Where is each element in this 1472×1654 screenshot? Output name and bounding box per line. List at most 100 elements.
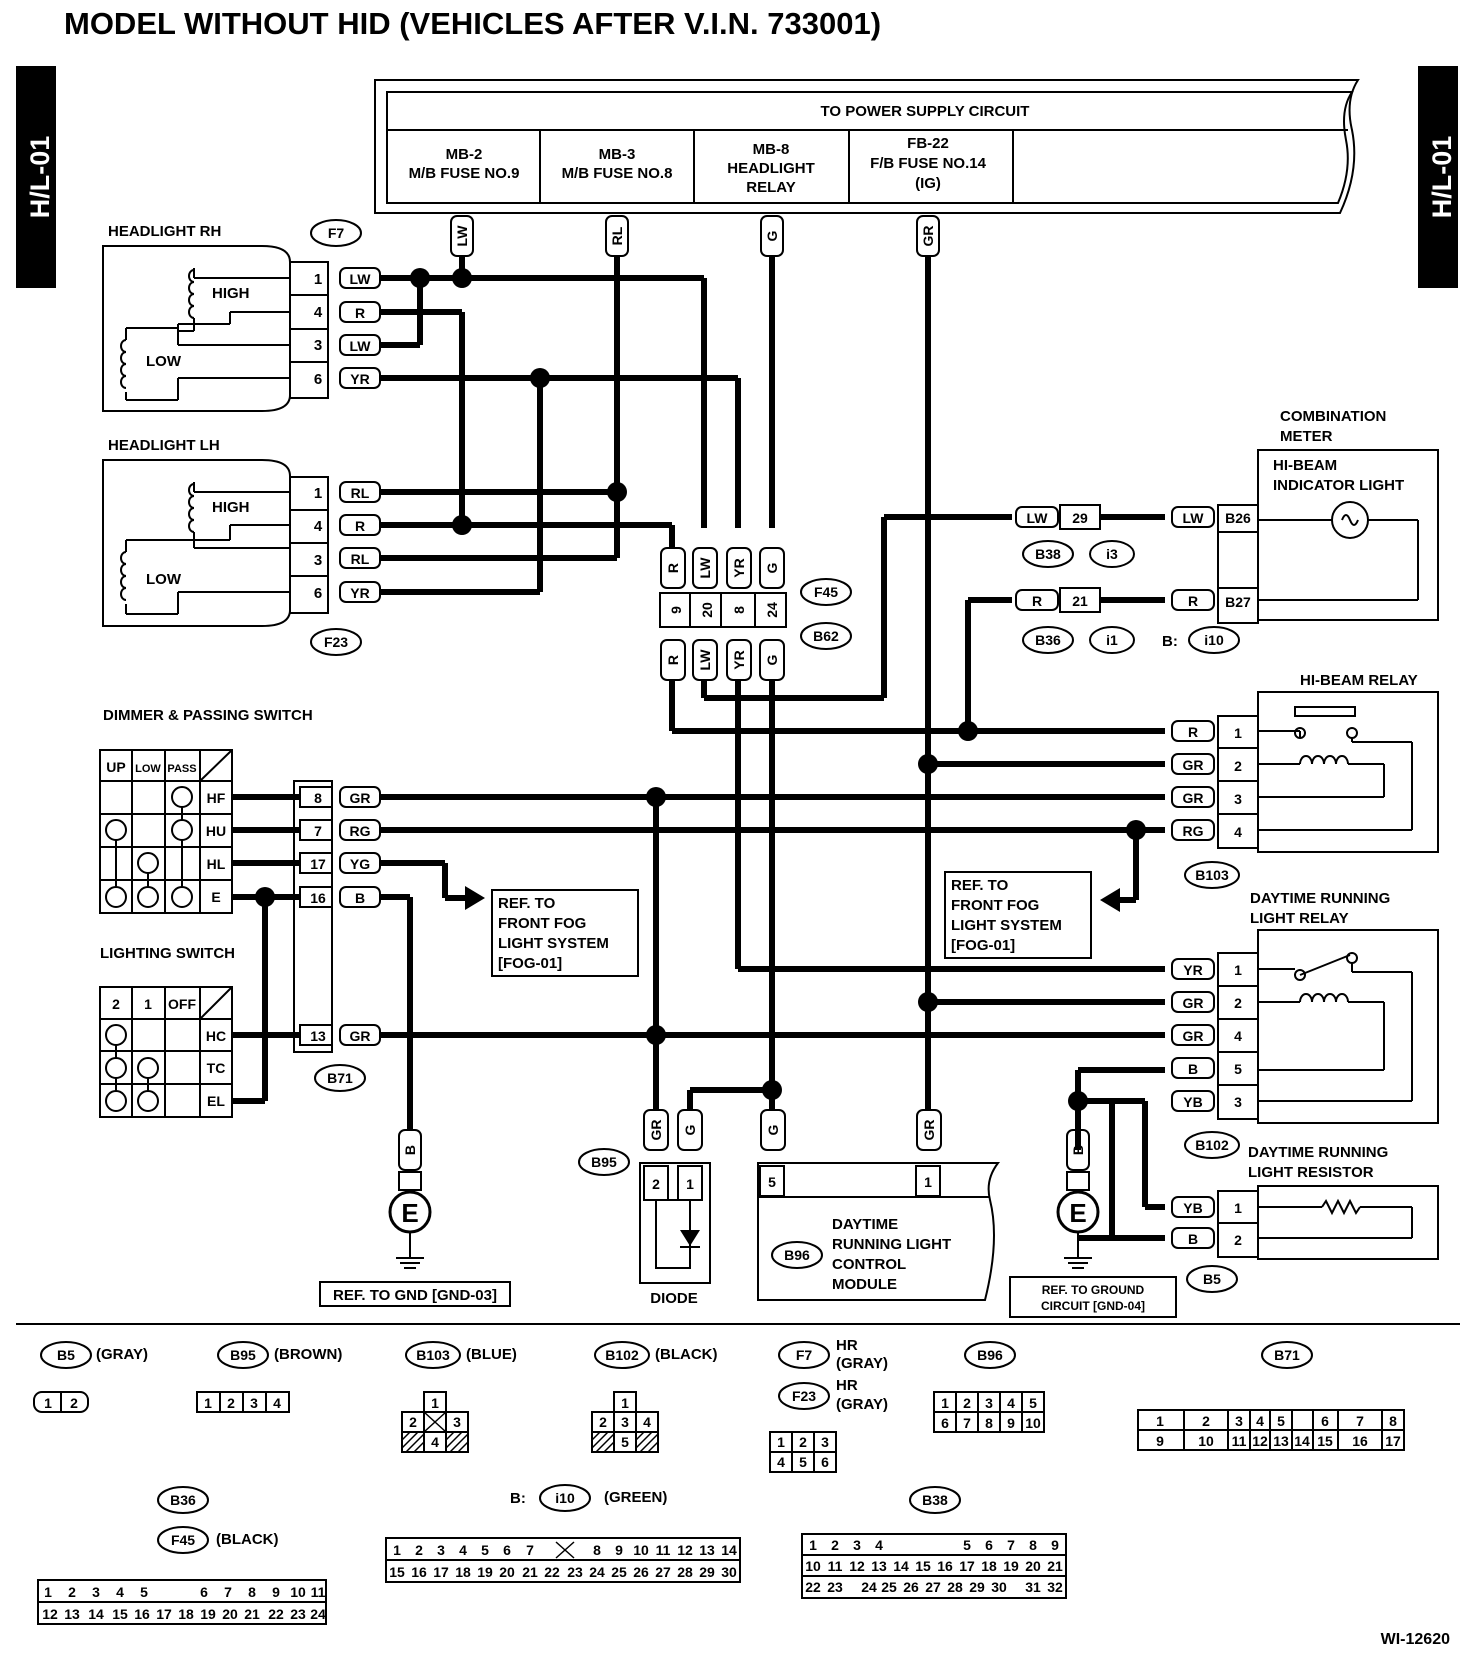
fuse-mb2-line1: MB-2 xyxy=(446,146,483,163)
ref-fog-left: REF. TO FRONT FOG LIGHT SYSTEM [FOG-01] xyxy=(465,886,639,977)
svg-text:B38: B38 xyxy=(922,1492,948,1508)
svg-text:B103: B103 xyxy=(416,1347,450,1363)
svg-text:28: 28 xyxy=(947,1579,963,1595)
svg-text:1: 1 xyxy=(924,1174,932,1190)
svg-text:B: B xyxy=(402,1145,418,1155)
svg-text:R: R xyxy=(355,518,365,534)
svg-text:15: 15 xyxy=(112,1606,128,1622)
svg-text:19: 19 xyxy=(1003,1558,1019,1574)
svg-text:REF. TO: REF. TO xyxy=(951,877,1009,894)
svg-text:3: 3 xyxy=(1235,1413,1243,1429)
svg-text:2: 2 xyxy=(1234,995,1242,1011)
svg-text:HL: HL xyxy=(207,856,226,872)
svg-text:HIGH: HIGH xyxy=(212,499,250,516)
svg-text:HU: HU xyxy=(206,823,226,839)
svg-text:B26: B26 xyxy=(1225,510,1251,526)
svg-text:G: G xyxy=(765,1124,781,1135)
svg-text:7: 7 xyxy=(963,1415,971,1431)
svg-text:G: G xyxy=(764,562,780,573)
svg-text:GR: GR xyxy=(1183,1028,1204,1044)
svg-text:R: R xyxy=(1188,724,1198,740)
svg-text:HR: HR xyxy=(836,1377,858,1394)
svg-text:5: 5 xyxy=(799,1454,807,1470)
fuse-mb8-line3: RELAY xyxy=(746,179,795,196)
svg-text:LW: LW xyxy=(350,271,372,287)
svg-text:3: 3 xyxy=(314,337,322,354)
svg-text:23: 23 xyxy=(567,1564,583,1580)
svg-text:FRONT FOG: FRONT FOG xyxy=(951,897,1039,914)
svg-text:YB: YB xyxy=(1183,1200,1202,1216)
svg-text:1: 1 xyxy=(1234,1200,1242,1216)
svg-text:15: 15 xyxy=(1317,1433,1333,1449)
svg-text:5: 5 xyxy=(1029,1395,1037,1411)
svg-text:B71: B71 xyxy=(1274,1347,1300,1363)
svg-text:4: 4 xyxy=(875,1537,883,1553)
svg-text:R: R xyxy=(1188,593,1198,609)
svg-text:B: B xyxy=(1188,1231,1198,1247)
svg-text:8: 8 xyxy=(1029,1537,1037,1553)
f45-b62-connector: R LW YR G 9 20 8 24 R LW YR G F45 B62 xyxy=(659,547,852,681)
drl-control-module: G GR 5 1 B96 DAYTIME RUNNING LIGHT CONTR… xyxy=(757,1109,1001,1301)
svg-text:5: 5 xyxy=(621,1434,629,1450)
svg-text:DIMMER & PASSING SWITCH: DIMMER & PASSING SWITCH xyxy=(103,707,313,724)
svg-text:HI-BEAM RELAY: HI-BEAM RELAY xyxy=(1300,672,1418,689)
svg-text:29: 29 xyxy=(699,1564,715,1580)
svg-text:24: 24 xyxy=(764,602,780,618)
svg-text:7: 7 xyxy=(224,1584,232,1600)
svg-text:YR: YR xyxy=(1183,962,1202,978)
headlight-rh-label: HEADLIGHT RH xyxy=(108,223,221,240)
svg-text:4: 4 xyxy=(1256,1413,1264,1429)
svg-text:B96: B96 xyxy=(977,1347,1003,1363)
f23-connector-label: F23 xyxy=(324,634,348,650)
svg-text:1: 1 xyxy=(1234,725,1242,741)
svg-text:13: 13 xyxy=(64,1606,80,1622)
svg-text:11: 11 xyxy=(311,1584,326,1600)
fuse-fb22-line1: FB-22 xyxy=(907,135,949,152)
svg-text:R: R xyxy=(665,655,681,665)
svg-text:32: 32 xyxy=(1047,1579,1063,1595)
svg-text:2: 2 xyxy=(70,1395,78,1411)
svg-text:27: 27 xyxy=(925,1579,941,1595)
svg-text:11: 11 xyxy=(828,1558,843,1574)
svg-text:MODULE: MODULE xyxy=(832,1276,897,1293)
svg-text:12: 12 xyxy=(677,1542,693,1558)
svg-text:3: 3 xyxy=(985,1395,993,1411)
fuse-mb3-line2: M/B FUSE NO.8 xyxy=(562,165,673,182)
svg-text:6: 6 xyxy=(1321,1413,1329,1429)
svg-text:4: 4 xyxy=(1234,824,1242,840)
svg-text:7: 7 xyxy=(314,823,322,839)
fuse-mb3-line1: MB-3 xyxy=(599,146,636,163)
svg-text:2: 2 xyxy=(415,1542,423,1558)
svg-text:METER: METER xyxy=(1280,428,1333,445)
svg-text:2: 2 xyxy=(1202,1413,1210,1429)
svg-text:21: 21 xyxy=(522,1564,538,1580)
svg-text:15: 15 xyxy=(389,1564,405,1580)
svg-text:8: 8 xyxy=(731,606,747,614)
svg-text:1: 1 xyxy=(777,1434,785,1450)
svg-text:HF: HF xyxy=(207,790,226,806)
ground-left: B E REF. TO GND [GND-03] xyxy=(319,1129,511,1307)
svg-text:B96: B96 xyxy=(784,1247,810,1263)
dimmer-switch: DIMMER & PASSING SWITCH UP LOW PASS HF H… xyxy=(99,707,313,914)
svg-text:GR: GR xyxy=(920,226,936,247)
fuse-mb8-line2: HEADLIGHT xyxy=(727,160,815,177)
headlight-lh-label: HEADLIGHT LH xyxy=(108,437,220,454)
svg-text:2: 2 xyxy=(831,1537,839,1553)
hi-beam-relay: HI-BEAM RELAY 1 2 3 4 R GR GR RG B103 xyxy=(1171,672,1439,889)
svg-text:FRONT FOG: FRONT FOG xyxy=(498,915,586,932)
svg-text:9: 9 xyxy=(668,606,684,614)
svg-text:1: 1 xyxy=(941,1395,949,1411)
svg-text:8: 8 xyxy=(248,1584,256,1600)
svg-text:H/L-01: H/L-01 xyxy=(1427,136,1457,219)
svg-text:LOW: LOW xyxy=(146,353,182,370)
svg-text:18: 18 xyxy=(178,1606,194,1622)
svg-text:30: 30 xyxy=(991,1579,1007,1595)
svg-text:B5: B5 xyxy=(1203,1271,1221,1287)
svg-text:(BROWN): (BROWN) xyxy=(274,1346,342,1363)
svg-text:HI-BEAM: HI-BEAM xyxy=(1273,457,1337,474)
svg-text:(GRAY): (GRAY) xyxy=(836,1396,888,1413)
svg-text:1: 1 xyxy=(393,1542,401,1558)
